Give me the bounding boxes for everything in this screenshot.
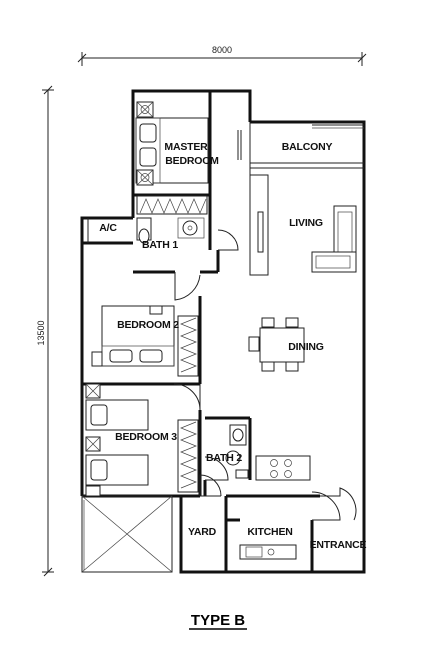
master-wardrobe: [136, 195, 208, 215]
label-ac: A/C: [99, 222, 117, 234]
bedroom3-wardrobe: [177, 419, 199, 493]
label-dining: DINING: [288, 341, 324, 353]
label-balcony: BALCONY: [282, 141, 333, 153]
planter-area: [81, 495, 173, 573]
bath2-fixtures: [225, 424, 249, 479]
label-bath1: BATH 1: [142, 239, 178, 251]
label-entrance: ENTRANCE: [310, 539, 367, 551]
dining-set: [248, 317, 305, 372]
bedroom2-wardrobe: [177, 315, 199, 377]
label-bedroom3: BEDROOM 3: [115, 431, 177, 443]
dimension-width-label: 8000: [212, 45, 232, 55]
bedroom3-beds: [85, 383, 149, 497]
doors: [173, 130, 357, 521]
label-yard: YARD: [188, 526, 217, 538]
label-master-line2: BEDROOM: [165, 155, 219, 167]
kitchen-counter: [239, 455, 311, 560]
dimension-width: 8000: [77, 45, 367, 66]
dimension-height-label: 13500: [36, 320, 46, 345]
bath1-fixtures: [136, 217, 205, 244]
bedroom2-bed: [91, 305, 175, 367]
dimension-height: 13500: [36, 85, 54, 577]
label-bath2: BATH 2: [206, 452, 242, 464]
label-master-line1: MASTER: [164, 141, 208, 153]
interior-walls: [82, 91, 364, 572]
plan-type-title: TYPE B: [191, 612, 245, 629]
label-bedroom2: BEDROOM 2: [117, 319, 179, 331]
sofa: [311, 205, 357, 273]
label-living: LIVING: [289, 217, 323, 229]
master-bed: [135, 101, 209, 186]
label-kitchen: KITCHEN: [247, 526, 292, 538]
